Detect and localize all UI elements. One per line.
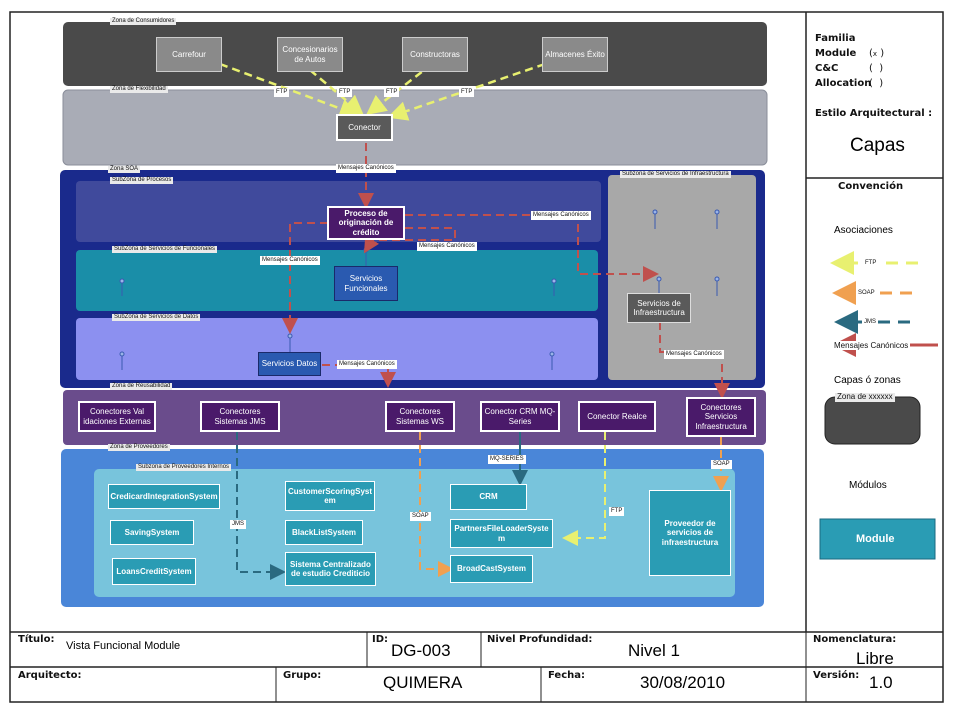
zone-label-data: SubZona de Servicios de Datos xyxy=(112,314,201,321)
version-label: Versión: xyxy=(813,670,860,681)
nomenclatura-value: Libre xyxy=(856,649,894,668)
flexibility-zone xyxy=(62,89,768,166)
titulo-value: Vista Funcional Module xyxy=(66,640,181,652)
node-sistema-centralizado[interactable]: Sistema Centralizado de estudio Creditic… xyxy=(285,552,376,586)
ftp-label: FTP xyxy=(274,88,290,97)
asociaciones-label: Asociaciones xyxy=(834,225,893,236)
node-servicios-datos[interactable]: Servicios Datos xyxy=(258,352,321,376)
fecha-value: 30/08/2010 xyxy=(640,673,726,692)
node-partners-file-loader[interactable]: PartnersFileLoaderSyste m xyxy=(450,519,553,548)
legend-module-label: Module xyxy=(856,533,895,545)
node-servicios-infraestructura[interactable]: Servicios de Infraestructura xyxy=(627,293,691,323)
titulo-label: Título: xyxy=(18,634,55,645)
nivel-label: Nivel Profundidad: xyxy=(487,634,593,645)
module-label: Module xyxy=(815,48,857,59)
infra-subzone xyxy=(608,175,756,380)
arquitecto-label: Arquitecto: xyxy=(18,670,82,681)
allocation-label: Allocation xyxy=(815,78,872,89)
node-servicios-funcionales[interactable]: Servicios Funcionales xyxy=(334,266,398,301)
canonical-label: Mensajes Canónicos xyxy=(336,164,396,173)
node-conector[interactable]: Conector xyxy=(336,114,393,141)
canonical-label: Mensajes Canónicos xyxy=(417,242,477,251)
node-conector-realce[interactable]: Conector Realce xyxy=(578,401,656,432)
node-customer-scoring[interactable]: CustomerScoringSyst em xyxy=(285,481,375,511)
node-blacklist[interactable]: BlackListSystem xyxy=(285,520,363,545)
node-broadcast[interactable]: BroadCastSystem xyxy=(450,555,533,583)
grupo-label: Grupo: xyxy=(283,670,322,681)
legend-zone-example xyxy=(824,396,921,445)
familia-label: Familia xyxy=(815,33,856,44)
internal-providers-subzone xyxy=(94,469,735,597)
consumer-constructoras[interactable]: Constructoras xyxy=(402,37,468,72)
node-credicard-integration[interactable]: CredicardIntegrationSystem xyxy=(108,484,220,509)
version-value: 1.0 xyxy=(869,673,893,692)
consumer-carrefour[interactable]: Carrefour xyxy=(156,37,222,72)
node-proceso-originacion[interactable]: Proceso de originación de crédito xyxy=(327,206,405,240)
node-conectores-jms[interactable]: Conectores Sistemas JMS xyxy=(200,401,280,432)
zone-label-infra-services: Subzona de Servicios de Infraestructura xyxy=(620,171,731,178)
legend-canonicos-label: Mensajes Canónicos xyxy=(832,341,911,350)
canonical-label: Mensajes Canónicos xyxy=(337,360,397,369)
zone-label-functional: SubZona de Servicios de Funcionales xyxy=(112,246,218,253)
legend-zone-label: Zona de xxxxxx xyxy=(835,392,895,402)
zone-label-flexibility: Zona de Flexibilidad xyxy=(110,86,168,93)
ftp-provider-arrow xyxy=(562,432,606,546)
node-conectores-infraestructura[interactable]: Conectores Servicios Infraestructura xyxy=(686,397,756,437)
ftp-label: FTP xyxy=(459,88,475,97)
consumer-almacenes-exito[interactable]: Almacenes Éxito xyxy=(542,37,608,72)
data-subzone xyxy=(76,318,598,380)
zone-label-internal-providers: Subzona de Proveedores Internos xyxy=(136,464,232,471)
node-conectores-validaciones[interactable]: Conectores Val idaciones Externas xyxy=(78,401,156,432)
nivel-value: Nivel 1 xyxy=(628,641,680,660)
node-crm[interactable]: CRM xyxy=(450,484,527,510)
estilo-value: Capas xyxy=(850,135,905,156)
canonical-label: Mensajes Canónicos xyxy=(531,211,591,220)
cc-checkbox[interactable]: ( ) xyxy=(869,63,884,74)
soap-label: SOAP xyxy=(410,512,431,521)
cc-label: C&C xyxy=(815,63,839,74)
zone-label-soa: Zona SOA xyxy=(108,166,141,173)
ftp-label: FTP xyxy=(337,88,353,97)
jms-arrow xyxy=(236,432,286,580)
ftp-label: FTP xyxy=(609,507,625,516)
nomenclatura-label: Nomenclatura: xyxy=(813,634,897,645)
zone-label-consumers: Zona de Consumidores xyxy=(110,18,177,25)
convencion-title: Convención xyxy=(838,181,904,192)
legend-soap-label: SOAP xyxy=(856,289,877,298)
legend-jms-label: JMS xyxy=(862,318,878,327)
node-conector-crm[interactable]: Conector CRM MQ-Series xyxy=(480,401,560,432)
allocation-checkbox[interactable]: ( ) xyxy=(869,78,884,89)
node-saving-system[interactable]: SavingSystem xyxy=(110,520,194,545)
estilo-label: Estilo Arquitectural : xyxy=(815,108,933,119)
canonical-label: Mensajes Canónicos xyxy=(664,350,724,359)
id-label: ID: xyxy=(372,634,389,645)
id-value: DG-003 xyxy=(391,641,451,660)
legend-ftp-label: FTP xyxy=(863,259,879,268)
consumer-concesionarios[interactable]: Concesionarios de Autos xyxy=(277,37,343,72)
node-loans-credit[interactable]: LoansCreditSystem xyxy=(112,558,196,585)
mq-label: MQ-SERIES xyxy=(488,455,526,464)
ftp-label: FTP xyxy=(384,88,400,97)
jms-label: JMS xyxy=(230,520,246,529)
fecha-label: Fecha: xyxy=(548,670,586,681)
legend-module-example xyxy=(819,518,936,560)
node-proveedor-infraestructura[interactable]: Proveedor de servicios de infraestructur… xyxy=(649,490,731,576)
module-checkbox[interactable]: (x ) xyxy=(869,48,885,59)
capas-zonas-label: Capas ó zonas xyxy=(834,375,901,386)
soap-label: SOAP xyxy=(711,460,732,469)
modulos-label: Módulos xyxy=(849,480,887,491)
soap-arrows xyxy=(419,432,729,577)
zone-label-processes: SubZona de Procesos xyxy=(110,177,174,184)
zone-label-providers: Zona de Proveedores xyxy=(108,444,170,451)
grupo-value: QUIMERA xyxy=(383,673,463,692)
zone-label-reusability: Zona de Reusabilidad xyxy=(110,383,173,390)
canonical-label: Mensajes Canónicos xyxy=(260,256,320,265)
node-conectores-ws[interactable]: Conectores Sistemas WS xyxy=(385,401,455,432)
